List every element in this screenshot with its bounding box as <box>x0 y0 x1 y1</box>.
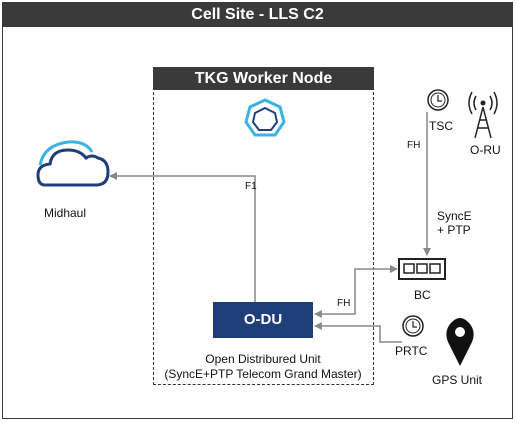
fh-bc-arrowhead <box>390 265 398 273</box>
f1-connector <box>109 172 256 302</box>
tkg-worker-node-title: TKG Worker Node <box>153 67 374 90</box>
midhaul-label: Midhaul <box>44 206 87 220</box>
prtc-connector <box>314 322 402 343</box>
tsc-label: TSC <box>429 119 453 133</box>
fh-label-top: FH <box>407 140 421 151</box>
clock-icon <box>427 89 449 111</box>
odu-caption-line1: Open Distribured Unit <box>205 352 321 366</box>
oru-label: O-RU <box>470 143 501 157</box>
gps-label: GPS Unit <box>432 373 483 387</box>
bc-label: BC <box>414 288 431 302</box>
odu-box: O-DU <box>213 302 313 338</box>
fh-label-bottom: FH <box>337 298 351 309</box>
odu-caption-line2: (SyncE+PTP Telecom Grand Master) <box>164 367 362 381</box>
map-pin-icon <box>446 318 474 366</box>
clock-icon <box>402 315 424 337</box>
fh-bc-odu-connector <box>314 268 397 318</box>
f1-label: F1 <box>245 181 257 192</box>
antenna-tower-icon <box>468 91 498 139</box>
diagram-title: Cell Site - LLS C2 <box>3 3 512 27</box>
sync-label-line1: SyncE <box>437 209 472 223</box>
kubernetes-icon <box>244 98 286 137</box>
prtc-label: PRTC <box>395 344 428 358</box>
cloud-icon <box>36 140 110 187</box>
sync-label-line2: + PTP <box>437 223 471 237</box>
network-switch-icon <box>398 258 446 280</box>
